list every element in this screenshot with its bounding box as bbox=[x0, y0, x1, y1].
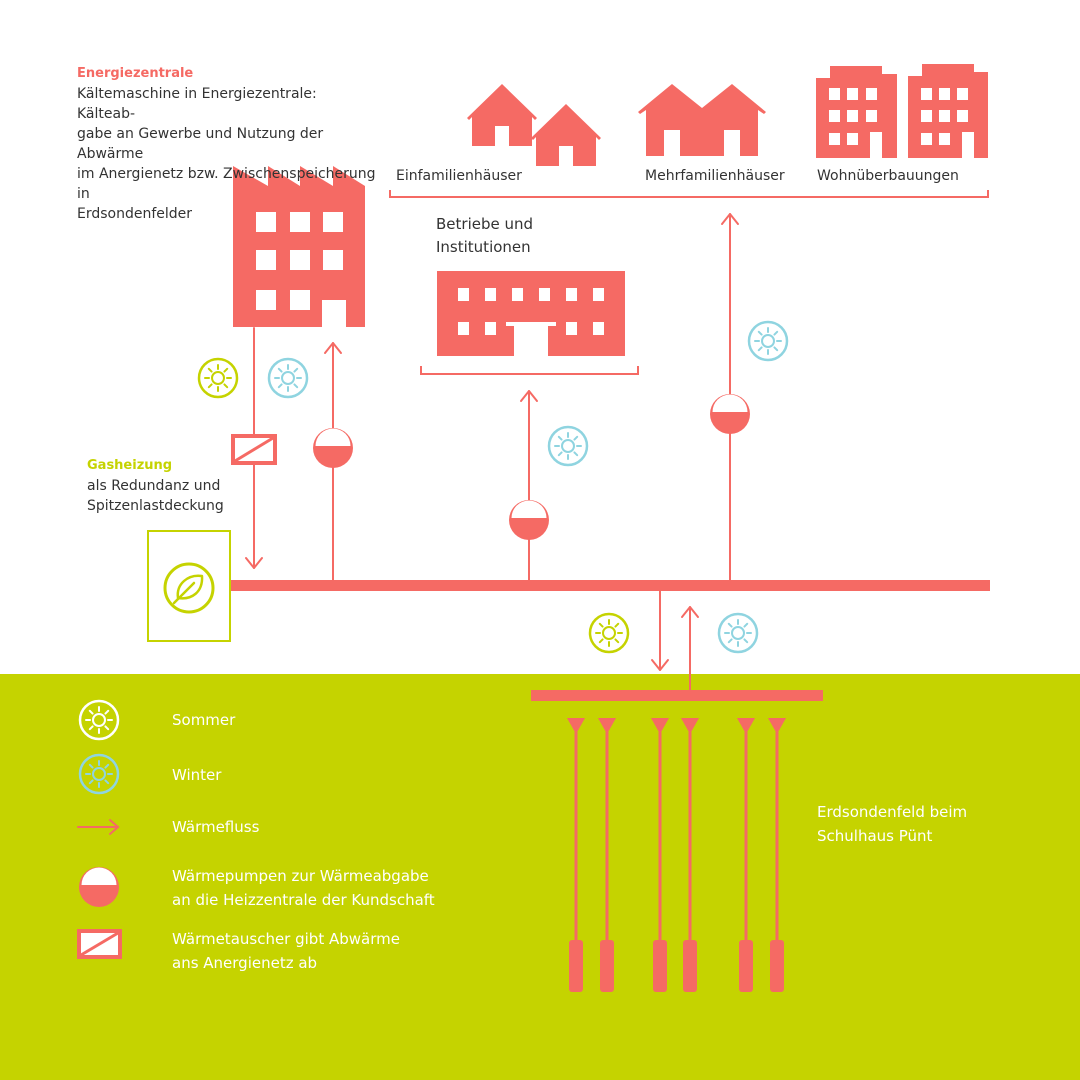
anergienetz-main-pipe bbox=[230, 580, 990, 591]
erdsondenfeld-label: Erdsondenfeld beim Schulhaus Pünt bbox=[817, 800, 1037, 848]
winter-sun-icon bbox=[717, 612, 759, 654]
borehole-probe bbox=[768, 718, 786, 992]
winter-sun-icon bbox=[747, 320, 789, 362]
winter-sun-icon bbox=[267, 357, 309, 399]
ground-area bbox=[0, 674, 1080, 1080]
multi-family-house-icon bbox=[638, 84, 766, 156]
label-betriebe-line: Betriebe und bbox=[436, 215, 534, 233]
borehole-probe bbox=[651, 718, 669, 992]
legend-waermetauscher-line: ans Anergienetz ab bbox=[172, 954, 318, 972]
legend-winter-label: Winter bbox=[172, 766, 222, 784]
erdsondenfeld-line: Schulhaus Pünt bbox=[817, 827, 933, 845]
flow-arrow-up-from-ground bbox=[681, 606, 699, 693]
flow-arrow-down-to-ground bbox=[651, 590, 669, 671]
summer-sun-icon bbox=[197, 357, 239, 399]
label-wohnueberbauungen: Wohnüberbauungen bbox=[817, 168, 959, 184]
heat-pump-icon bbox=[710, 394, 750, 434]
legend-heat-pump-icon bbox=[79, 867, 119, 907]
energiezentrale-line: Erdsondenfelder bbox=[77, 206, 193, 222]
apartment-block-icon bbox=[908, 64, 988, 158]
gas-heating-icon bbox=[147, 530, 231, 642]
business-bracket bbox=[420, 366, 639, 375]
label-einfamilienhaeuser: Einfamilienhäuser bbox=[396, 168, 522, 184]
energiezentrale-line: im Anergienetz bzw. Zwischenspeicherung … bbox=[77, 166, 376, 202]
legend-waermetauscher-line: Wärmetauscher gibt Abwärme bbox=[172, 930, 400, 948]
label-betriebe: Betriebe und Institutionen bbox=[436, 213, 636, 259]
single-family-house-icon bbox=[531, 104, 601, 166]
legend-waermetauscher-label: Wärmetauscher gibt Abwärme ans Anergiene… bbox=[172, 927, 472, 975]
legend-waermepumpe-line: an die Heizzentrale der Kundschaft bbox=[172, 891, 435, 909]
label-betriebe-line: Institutionen bbox=[436, 238, 531, 256]
gasheizung-text: Gasheizung als Redundanz und Spitzenlast… bbox=[87, 456, 267, 516]
borehole-manifold bbox=[531, 690, 823, 701]
erdsondenfeld-line: Erdsondenfeld beim bbox=[817, 803, 968, 821]
legend-heat-exchanger-icon bbox=[77, 929, 122, 959]
borehole-probe bbox=[567, 718, 585, 992]
legend-waermepumpe-label: Wärmepumpen zur Wärmeabgabe an die Heizz… bbox=[172, 864, 472, 912]
heat-pump-icon bbox=[509, 500, 549, 540]
residential-bracket bbox=[389, 190, 989, 198]
single-family-house-icon bbox=[467, 84, 537, 146]
energiezentrale-title: Energiezentrale bbox=[77, 66, 194, 81]
legend-flow-arrow-icon bbox=[77, 819, 120, 835]
borehole-probe bbox=[737, 718, 755, 992]
borehole-probe bbox=[598, 718, 616, 992]
label-mehrfamilienhaeuser: Mehrfamilienhäuser bbox=[645, 168, 785, 184]
legend-sommer-label: Sommer bbox=[172, 711, 236, 729]
legend-waermepumpe-line: Wärmepumpen zur Wärmeabgabe bbox=[172, 867, 429, 885]
heat-pump-icon bbox=[313, 428, 353, 468]
summer-sun-icon bbox=[588, 612, 630, 654]
legend-waermefluss-label: Wärmefluss bbox=[172, 818, 260, 836]
gasheizung-line: als Redundanz und bbox=[87, 478, 221, 494]
heat-exchanger-icon bbox=[231, 434, 277, 465]
business-building-icon bbox=[437, 271, 625, 356]
energiezentrale-text: Energiezentrale Kältemaschine in Energie… bbox=[77, 64, 377, 224]
apartment-block-icon bbox=[816, 66, 897, 158]
borehole-probe bbox=[681, 718, 699, 992]
energiezentrale-factory-icon bbox=[233, 166, 365, 327]
energiezentrale-line: gabe an Gewerbe und Nutzung der Abwärme bbox=[77, 126, 324, 162]
winter-sun-icon bbox=[547, 425, 589, 467]
energiezentrale-line: Kältemaschine in Energiezentrale: Kältea… bbox=[77, 86, 317, 122]
gasheizung-line: Spitzenlastdeckung bbox=[87, 498, 224, 514]
gasheizung-title: Gasheizung bbox=[87, 458, 173, 473]
flow-arrow-up-to-business bbox=[520, 390, 538, 581]
